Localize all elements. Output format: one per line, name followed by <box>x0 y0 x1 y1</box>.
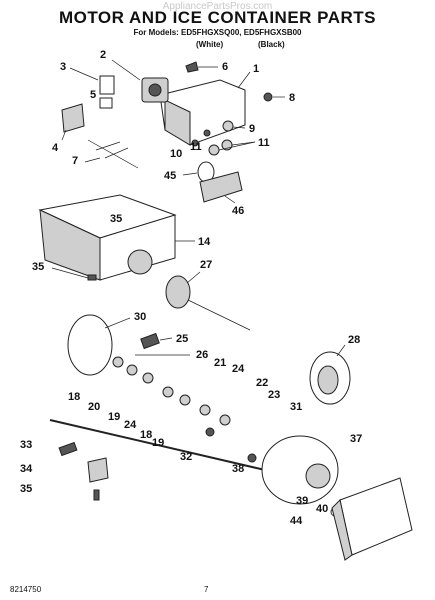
callout-3: 3 <box>60 61 66 73</box>
callout-23: 23 <box>268 389 280 401</box>
callout-45: 45 <box>164 170 176 182</box>
part-clip <box>99 97 113 109</box>
page-title: MOTOR AND ICE CONTAINER PARTS <box>58 8 377 27</box>
part-bracket <box>61 103 85 141</box>
callout-38: 38 <box>232 463 244 475</box>
callout-24b: 24 <box>124 419 137 431</box>
callout-26: 26 <box>196 349 208 361</box>
callout-44: 44 <box>290 515 303 527</box>
page-number: 7 <box>204 585 209 594</box>
part-bushing <box>222 120 246 132</box>
callout-1: 1 <box>253 63 259 75</box>
callout-11a: 11 <box>258 137 270 149</box>
part-housing-screw <box>247 453 257 463</box>
callout-2: 2 <box>100 50 106 61</box>
part-blade-stack <box>112 356 231 437</box>
callout-8: 8 <box>289 92 295 104</box>
part-bracket-small <box>87 457 109 483</box>
variant-black-label: (Black) <box>258 40 285 49</box>
part-auger <box>309 344 351 405</box>
callout-6: 6 <box>222 61 228 73</box>
callout-30: 30 <box>134 311 146 323</box>
part-auger-hub <box>165 271 251 331</box>
part-motor <box>111 59 169 103</box>
callout-28: 28 <box>348 334 360 346</box>
variant-white-label: (White) <box>196 40 224 49</box>
part-screw-bottom <box>93 489 100 501</box>
part-motor-cover <box>331 477 413 561</box>
callout-31: 31 <box>290 401 302 413</box>
callout-40: 40 <box>316 503 328 515</box>
part-blade-spring <box>140 332 173 350</box>
part-lamp <box>182 161 215 183</box>
callout-35c: 35 <box>20 483 32 495</box>
callout-32: 32 <box>180 451 192 463</box>
part-crusher-plate <box>67 314 131 376</box>
part-screw-small <box>191 129 211 147</box>
callout-19b: 19 <box>152 437 164 449</box>
part-lamp-sockets <box>208 139 256 156</box>
part-small-clip <box>185 61 218 73</box>
callout-35b: 35 <box>32 261 44 273</box>
callout-20: 20 <box>88 401 100 413</box>
callout-46: 46 <box>232 205 244 217</box>
callout-35a: 35 <box>110 213 122 225</box>
callout-33: 33 <box>20 439 32 451</box>
model-numbers: For Models: ED5FHGXSQ00, ED5FHGXSB00 <box>133 28 302 37</box>
exploded-parts-diagram: 1 2 3 4 5 6 7 8 9 10 11 11 45 46 35 14 3… <box>20 50 413 561</box>
callout-7: 7 <box>72 155 78 167</box>
callout-10: 10 <box>170 148 182 160</box>
part-screw-left <box>51 267 97 281</box>
part-switch <box>69 67 115 95</box>
part-wire-harness <box>84 139 139 169</box>
callout-4: 4 <box>52 142 59 154</box>
callout-21: 21 <box>214 357 226 369</box>
callout-14: 14 <box>198 236 211 248</box>
callout-5: 5 <box>90 89 96 101</box>
part-screw <box>263 92 285 102</box>
callout-22: 22 <box>256 377 268 389</box>
callout-18b: 18 <box>140 429 152 441</box>
callout-34: 34 <box>20 463 33 475</box>
callout-18a: 18 <box>68 391 80 403</box>
watermark: AppliancePartsPros.com <box>162 1 273 12</box>
callout-25: 25 <box>176 333 188 345</box>
callout-11b: 11 <box>190 141 202 153</box>
part-actuator-rod <box>49 419 266 471</box>
callout-37: 37 <box>350 433 362 445</box>
callout-19a: 19 <box>108 411 120 423</box>
callout-39: 39 <box>296 495 308 507</box>
part-lamp-cover <box>199 171 243 204</box>
callout-9: 9 <box>249 123 255 135</box>
callout-24a: 24 <box>232 363 245 375</box>
part-spring <box>58 441 78 457</box>
part-container-frame <box>38 194 195 281</box>
callout-27: 27 <box>200 259 212 271</box>
part-gear-housing <box>261 435 339 505</box>
document-number: 8214750 <box>10 585 42 594</box>
